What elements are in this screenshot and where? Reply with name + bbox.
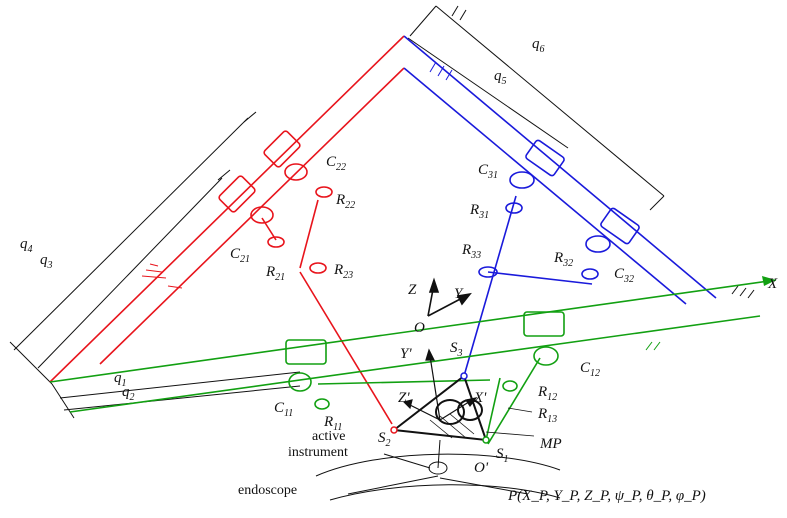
label-r23: R23 — [333, 262, 353, 281]
label-q6: q6 — [532, 36, 545, 55]
label-c32: C32 — [614, 266, 634, 285]
label-r33: R33 — [461, 242, 481, 261]
moving-platform — [391, 374, 488, 442]
label-pose: P(X_P, Y_P, Z_P, ψ_P, θ_P, φ_P) — [507, 488, 706, 504]
label-r11: R11 — [323, 414, 342, 433]
blue-hatch — [429, 61, 453, 81]
label-origin-o: O — [414, 320, 425, 336]
dimension-lines — [9, 5, 665, 419]
label-r31: R31 — [469, 202, 489, 221]
platform-hatch — [429, 413, 475, 439]
green-hatch — [645, 341, 661, 351]
label-r12: R12 — [537, 384, 557, 403]
label-instrument: instrument — [288, 445, 348, 460]
label-r21: R21 — [265, 264, 285, 283]
label-s1: S1 — [496, 446, 509, 465]
label-active: active — [312, 429, 345, 444]
label-s2: S2 — [378, 430, 391, 449]
label-q3: q3 — [40, 252, 53, 271]
blue-chain — [403, 35, 717, 377]
red-chain — [49, 35, 405, 425]
endoscope-sketch — [315, 439, 561, 501]
x-arrow-head — [762, 276, 776, 286]
red-hatch — [141, 263, 183, 289]
label-q2: q2 — [122, 384, 135, 403]
label-s3: S3 — [450, 340, 463, 359]
joint-s1 — [482, 436, 490, 444]
label-c12: C12 — [580, 360, 600, 379]
label-endoscope: endoscope — [238, 483, 297, 498]
base-frame — [427, 277, 472, 317]
black-hatch — [451, 5, 755, 299]
text-labels: q4 q3 q5 q6 q1 q2 C22 C21 R22 R21 R23 C3… — [20, 36, 778, 504]
label-axis-y: Y — [454, 286, 464, 302]
label-q5: q5 — [494, 68, 507, 87]
label-axis-z: Z — [408, 282, 417, 298]
label-axis-xp: X' — [473, 390, 487, 406]
label-r22: R22 — [335, 192, 355, 211]
label-axis-zp: Z' — [398, 390, 410, 406]
label-axis-yp: Y' — [400, 346, 412, 362]
leader-lines — [485, 407, 535, 437]
label-r13: R13 — [537, 406, 557, 425]
label-c11: C11 — [274, 400, 293, 419]
platform-frame — [402, 348, 478, 421]
label-c22: C22 — [326, 154, 346, 173]
green-chain — [49, 279, 777, 445]
label-axis-x: X — [767, 276, 778, 292]
label-r32: R32 — [553, 250, 573, 269]
label-q4: q4 — [20, 236, 33, 255]
label-q1: q1 — [114, 370, 127, 389]
label-c31: C31 — [478, 162, 498, 181]
joint-s2 — [390, 426, 398, 434]
label-c21: C21 — [230, 246, 250, 265]
joint-s3 — [460, 372, 468, 380]
label-origin-op: O' — [474, 460, 489, 476]
label-mp: MP — [539, 436, 562, 452]
